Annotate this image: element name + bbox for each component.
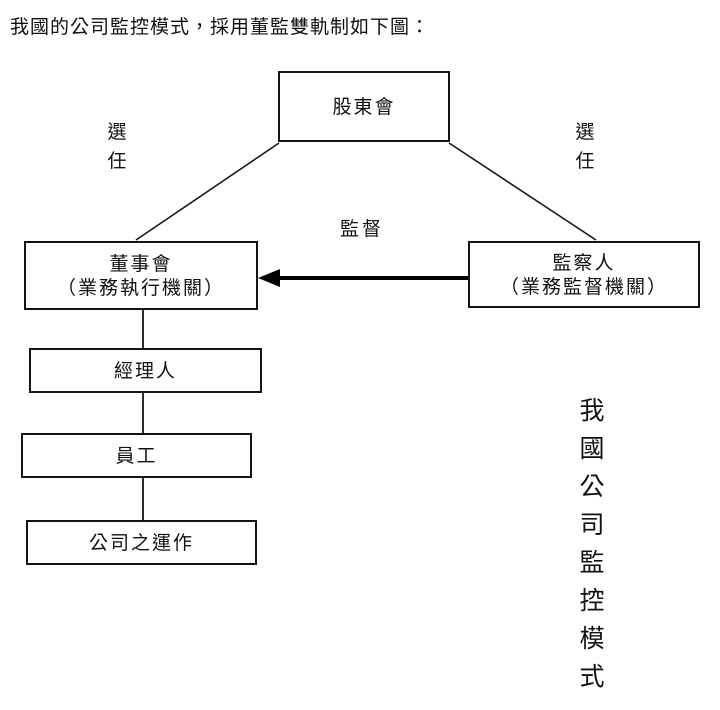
node-shareholders-label: 股東會: [332, 95, 396, 118]
node-company-operation[interactable]: 公司之運作: [26, 520, 257, 565]
edge-supervisor-to-board-arrowhead: [258, 269, 280, 287]
node-supervisor-sublabel: （業務監督機關）: [499, 275, 668, 298]
node-board-of-directors[interactable]: 董事會 （業務執行機關）: [24, 241, 258, 310]
node-board-sublabel: （業務執行機關）: [56, 276, 225, 299]
node-supervisor-label: 監察人: [552, 251, 616, 274]
diagram-caption-vertical: 我 國 公 司 監 控 模 式: [579, 396, 605, 691]
edge-shareholders-to-board: [135, 142, 280, 241]
page-title: 我國的公司監控模式，採用董監雙軌制如下圖：: [10, 16, 431, 38]
node-manager[interactable]: 經理人: [29, 348, 262, 393]
edge-label-elect-left: 選 任: [107, 121, 127, 172]
edge-label-supervise: 監督: [340, 218, 385, 240]
node-employee-label: 員工: [115, 444, 158, 467]
node-supervisor[interactable]: 監察人 （業務監督機關）: [468, 241, 700, 308]
node-shareholders-meeting[interactable]: 股東會: [278, 71, 450, 142]
node-employee[interactable]: 員工: [21, 433, 252, 478]
node-manager-label: 經理人: [113, 359, 177, 382]
edge-label-elect-right: 選 任: [575, 121, 595, 172]
node-operation-label: 公司之運作: [88, 531, 194, 554]
node-board-label: 董事會: [109, 252, 173, 275]
